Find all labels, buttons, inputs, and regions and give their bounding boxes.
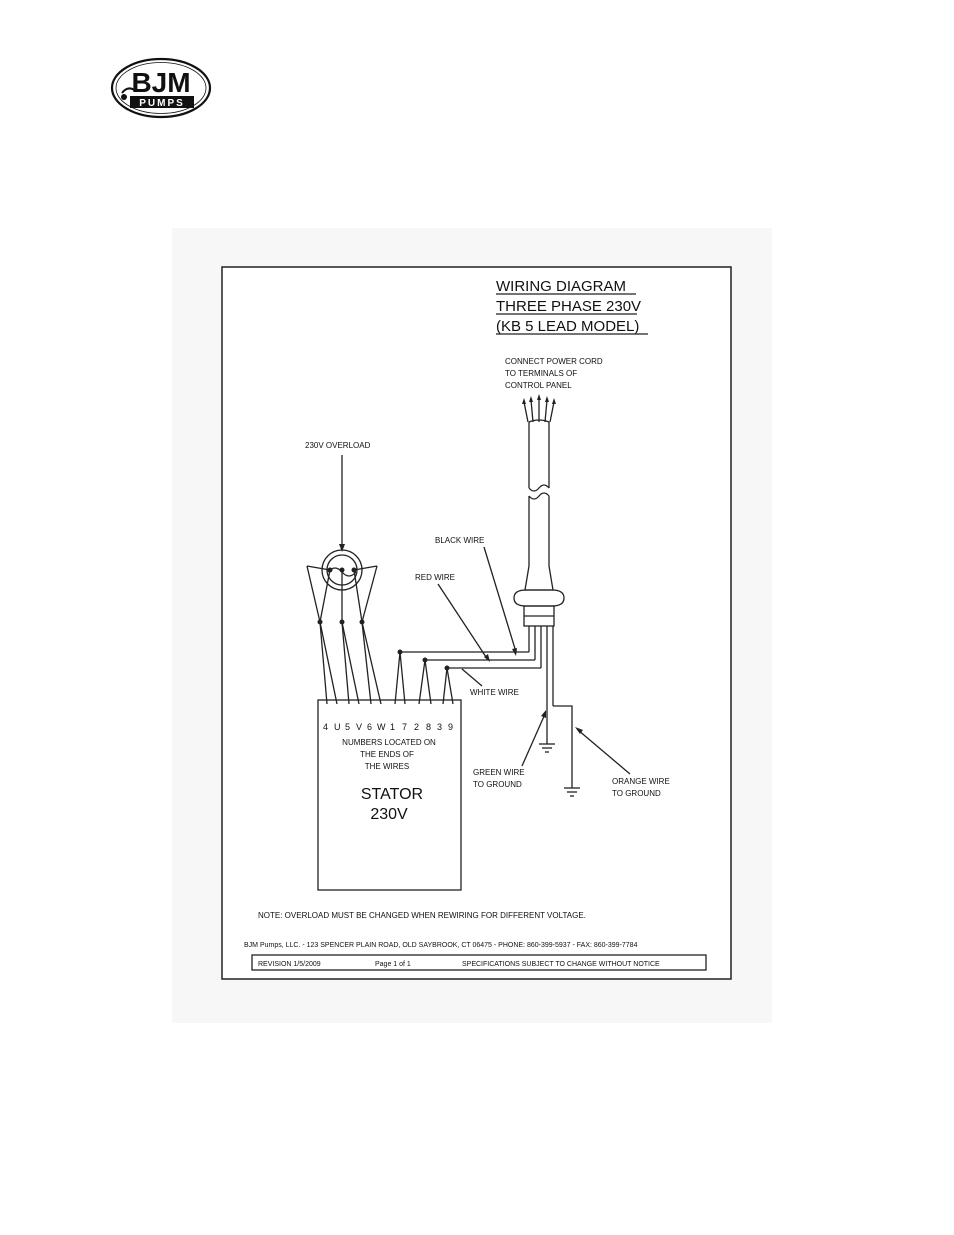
terminal-v: V xyxy=(356,722,362,732)
title-line-3: (KB 5 LEAD MODEL) xyxy=(496,318,639,335)
terminal-3: 3 xyxy=(437,722,442,732)
terminal-w: W xyxy=(377,722,386,732)
power-cord xyxy=(513,419,565,627)
numbers-note-1: NUMBERS LOCATED ON xyxy=(342,738,436,747)
black-wire-label: BLACK WIRE xyxy=(435,536,484,545)
terminal-9: 9 xyxy=(448,722,453,732)
title-line-2: THREE PHASE 230V xyxy=(496,298,641,315)
diagram-border xyxy=(221,266,732,980)
revision-date: REVISION 1/5/2009 xyxy=(258,961,321,968)
specifications-notice: SPECIFICATIONS SUBJECT TO CHANGE WITHOUT… xyxy=(462,961,660,968)
green-wire-label-2: TO GROUND xyxy=(473,780,522,789)
terminal-5: 5 xyxy=(345,722,350,732)
orange-wire-label-1: ORANGE WIRE xyxy=(612,777,670,786)
overload-note: NOTE: OVERLOAD MUST BE CHANGED WHEN REWI… xyxy=(258,911,586,920)
numbers-note-2: THE ENDS OF xyxy=(360,750,414,759)
terminal-numbers: 4 U 5 V 6 W 1 7 2 8 3 9 xyxy=(323,722,453,732)
numbers-note-3: THE WIRES xyxy=(365,762,409,771)
title-line-1: WIRING DIAGRAM xyxy=(496,278,626,295)
terminal-1: 1 xyxy=(390,722,395,732)
logo-subtitle: PUMPS xyxy=(139,98,185,109)
power-cord-note-2: TO TERMINALS OF xyxy=(505,369,577,378)
page-number: Page 1 of 1 xyxy=(375,961,411,968)
terminal-7: 7 xyxy=(402,722,407,732)
stator-feed-wires xyxy=(394,649,541,705)
footer-box xyxy=(251,954,707,971)
cord-wire-ends xyxy=(522,394,556,423)
orange-ground-symbol xyxy=(564,778,580,797)
logo-brand: BJM xyxy=(131,67,190,98)
terminal-2: 2 xyxy=(414,722,419,732)
diagram-title: WIRING DIAGRAM THREE PHASE 230V (KB 5 LE… xyxy=(496,278,648,335)
cord-wires xyxy=(528,626,573,778)
terminal-6: 6 xyxy=(367,722,372,732)
green-ground-symbol xyxy=(539,710,555,753)
power-cord-note-1: CONNECT POWER CORD xyxy=(505,357,603,366)
overload-leads xyxy=(317,619,382,705)
overload-device xyxy=(306,549,378,623)
stator-label: STATOR xyxy=(361,786,423,803)
orange-wire-label-2: TO GROUND xyxy=(612,789,661,798)
company-info: BJM Pumps, LLC. - 123 SPENCER PLAIN ROAD… xyxy=(244,942,638,949)
red-wire-label: RED WIRE xyxy=(415,573,455,582)
terminal-4: 4 xyxy=(323,722,328,732)
bjm-pumps-logo: BJM PUMPS xyxy=(110,57,212,119)
stator-box xyxy=(317,699,462,891)
white-wire-label: WHITE WIRE xyxy=(470,688,519,697)
stator-voltage: 230V xyxy=(370,806,408,823)
power-cord-note-3: CONTROL PANEL xyxy=(505,381,572,390)
overload-label: 230V OVERLOAD xyxy=(305,441,371,450)
terminal-u: U xyxy=(334,722,341,732)
terminal-8: 8 xyxy=(426,722,431,732)
green-wire-label-1: GREEN WIRE xyxy=(473,768,525,777)
